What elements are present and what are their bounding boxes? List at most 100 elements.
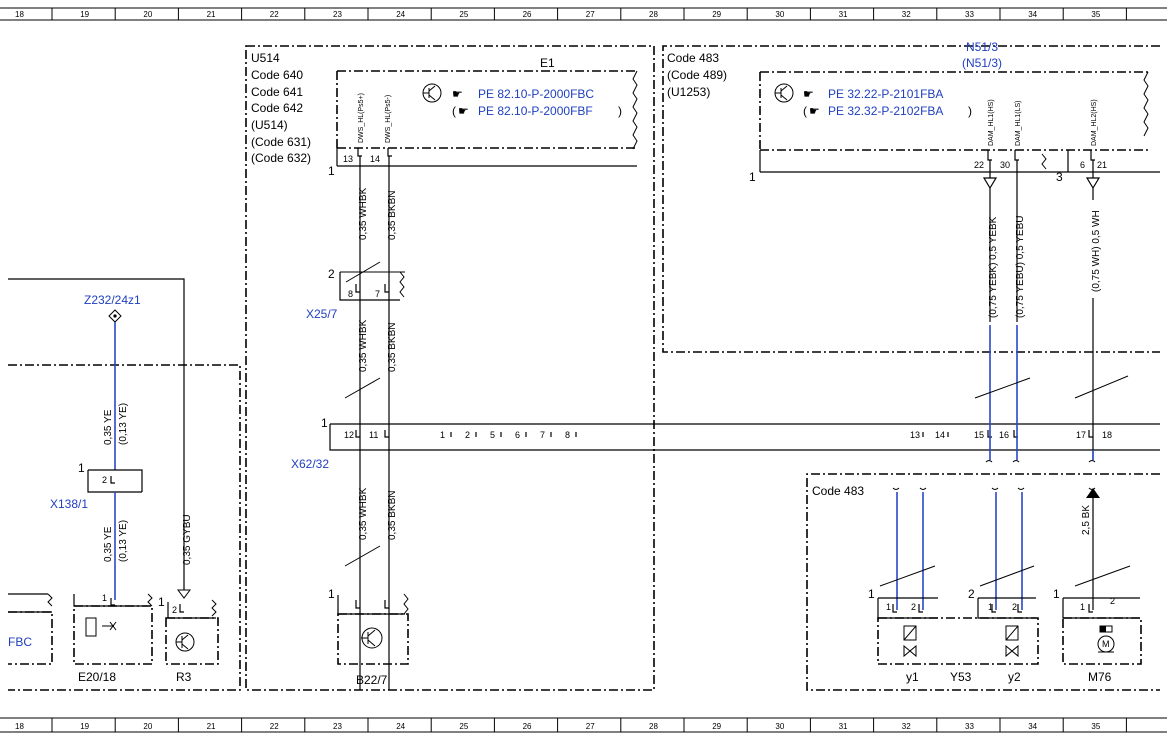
x25-name[interactable]: X25/7 bbox=[306, 307, 338, 321]
x25-7-connector: 8 7 2 X25/7 bbox=[306, 261, 405, 321]
code483-code-1: (Code 489) bbox=[667, 68, 727, 82]
x62-pin-right-5: 18 bbox=[1102, 430, 1112, 440]
left-module-border bbox=[8, 364, 241, 691]
wire-label-x25-a: 0,35 WHBK bbox=[358, 319, 369, 372]
ruler-number: 19 bbox=[80, 722, 89, 731]
r3-name: R3 bbox=[176, 670, 192, 684]
wire-label-e1-b: 0,35 BKBN bbox=[387, 191, 398, 240]
ruler-number: 27 bbox=[586, 722, 595, 731]
ruler-number: 31 bbox=[839, 722, 848, 731]
ruler-number: 30 bbox=[775, 10, 784, 19]
partial-ref[interactable]: FBC bbox=[8, 635, 32, 649]
ruler-number: 31 bbox=[839, 10, 848, 19]
svg-text:): ) bbox=[968, 104, 972, 118]
y53-marker-2: 2 bbox=[968, 587, 975, 601]
m76-name: M76 bbox=[1088, 670, 1112, 684]
y53-sub-y1: y1 bbox=[906, 670, 919, 684]
ruler-number: 21 bbox=[207, 722, 216, 731]
ruler-number: 24 bbox=[396, 10, 405, 19]
y53-marker-1: 1 bbox=[868, 587, 875, 601]
pointing-hand-icon: ☛ bbox=[809, 104, 820, 118]
m76-pin-2: 2 bbox=[1110, 596, 1115, 606]
ruler-number: 20 bbox=[143, 722, 152, 731]
wire-label-n51-b: (0,75 YEBU) 0,5 YEBU bbox=[1015, 216, 1026, 318]
y53-b-pin-1: 1 bbox=[988, 602, 993, 612]
svg-text:(: ( bbox=[452, 104, 456, 118]
wire-label-x25-b: 0,35 BKBN bbox=[387, 323, 398, 372]
n51-connector-1: 1 bbox=[749, 170, 756, 184]
ruler-number: 32 bbox=[902, 10, 911, 19]
n51-name[interactable]: N51/3 bbox=[966, 40, 998, 54]
wire-label-ye-upper-2: (0,13 YE) bbox=[118, 403, 129, 445]
n51-ref-1[interactable]: PE 32.22-P-2101FBA bbox=[828, 87, 943, 101]
wire-label-gybu: 0,35 GYBU bbox=[182, 514, 193, 565]
y53-b-pin-2: 2 bbox=[1012, 602, 1017, 612]
n51-3-unit: N51/3 (N51/3) ☛ PE 32.22-P-2101FBA ( ☛ P… bbox=[749, 40, 1160, 184]
wire-label-e1-a: 0,35 WHBK bbox=[358, 187, 369, 240]
n51-pin-name-3: DAM_HL2(HS) bbox=[1091, 99, 1098, 146]
n51-ref-2[interactable]: PE 32.32-P-2102FBA bbox=[828, 104, 943, 118]
x62-pin-right-1: 14 bbox=[935, 430, 945, 440]
b22-marker: 1 bbox=[328, 587, 335, 601]
code483-code-0: Code 483 bbox=[667, 51, 719, 65]
wire-label-b22-a: 0,35 WHBK bbox=[358, 487, 369, 540]
ruler-number: 26 bbox=[523, 722, 532, 731]
x62-pin-mid-2: 5 bbox=[490, 430, 495, 440]
n51-pin-22: 22 bbox=[974, 160, 984, 170]
ruler-number: 26 bbox=[523, 10, 532, 19]
x62-pin-right-2: 15 bbox=[974, 430, 984, 440]
e1-name: E1 bbox=[540, 56, 555, 70]
m76-motor: 2,5 BK 1 2 1 M M76 bbox=[1053, 487, 1142, 684]
ruler-number: 23 bbox=[333, 722, 342, 731]
e1-ref-1[interactable]: PE 82.10-P-2000FBC bbox=[478, 87, 594, 101]
ruler-number: 25 bbox=[459, 10, 468, 19]
y53-a-pin-1: 1 bbox=[886, 602, 891, 612]
transistor-icon bbox=[774, 83, 794, 103]
x138-name[interactable]: X138/1 bbox=[50, 497, 88, 511]
z232-junction: Z232/24z1 bbox=[84, 293, 141, 323]
u514-code-0: U514 bbox=[251, 51, 280, 65]
transistor-icon bbox=[422, 83, 442, 103]
ruler-number: 29 bbox=[712, 722, 721, 731]
ruler-number: 34 bbox=[1028, 722, 1037, 731]
n51-pin-name-1: DAM_HL1(HS) bbox=[988, 99, 995, 146]
code483-upper-codes: Code 483 (Code 489) (U1253) bbox=[667, 51, 727, 99]
n51-name-alt[interactable]: (N51/3) bbox=[962, 56, 1002, 70]
wire-label-ye-upper-1: 0,35 YE bbox=[103, 409, 114, 445]
x25-pin-8: 8 bbox=[348, 289, 353, 299]
x62-pin-right-4: 17 bbox=[1076, 430, 1086, 440]
b22-name: B22/7 bbox=[356, 673, 388, 687]
svg-text:): ) bbox=[618, 104, 622, 118]
y53-name: Y53 bbox=[950, 670, 972, 684]
e1-connector: 1 bbox=[328, 164, 335, 178]
e20-18-lamp: 1 E20/18 bbox=[73, 593, 153, 684]
e1-pin-name-2: DWS_HL(Ps5-) bbox=[385, 95, 392, 143]
r3-pin: 2 bbox=[172, 605, 177, 615]
x62-name[interactable]: X62/32 bbox=[291, 457, 329, 471]
pointing-hand-icon: ☛ bbox=[803, 87, 814, 101]
z232-name[interactable]: Z232/24z1 bbox=[84, 293, 141, 307]
ruler-number: 35 bbox=[1091, 722, 1100, 731]
e1-ref-2[interactable]: PE 82.10-P-2000FBF bbox=[478, 104, 593, 118]
ruler-number: 22 bbox=[270, 10, 279, 19]
wire-label-n51-c: (0,75 WH) 0,5 WH bbox=[1091, 210, 1102, 292]
wire-label-ye-lower-1: 0,35 YE bbox=[103, 526, 114, 562]
ruler-number: 32 bbox=[902, 722, 911, 731]
ruler-number: 28 bbox=[649, 10, 658, 19]
n51-pin-21: 21 bbox=[1097, 160, 1107, 170]
x62-pin-mid-3: 6 bbox=[515, 430, 520, 440]
e2018-pin: 1 bbox=[102, 593, 107, 603]
x62-pin-11: 11 bbox=[369, 430, 378, 440]
ruler-number: 30 bbox=[775, 722, 784, 731]
x62-pin-12: 12 bbox=[344, 430, 354, 440]
ruler-number: 34 bbox=[1028, 10, 1037, 19]
u514-code-3: Code 642 bbox=[251, 101, 303, 115]
transistor-icon bbox=[361, 627, 383, 649]
n51-pin-name-2: DAM_HL1(LS) bbox=[1015, 100, 1022, 146]
u514-codes: U514 Code 640 Code 641 Code 642 (U514) (… bbox=[251, 51, 311, 165]
x138-pin: 2 bbox=[102, 475, 107, 485]
y53-a-pin-2: 2 bbox=[911, 602, 916, 612]
ruler-number: 33 bbox=[965, 722, 974, 731]
valve-icon bbox=[903, 625, 917, 658]
